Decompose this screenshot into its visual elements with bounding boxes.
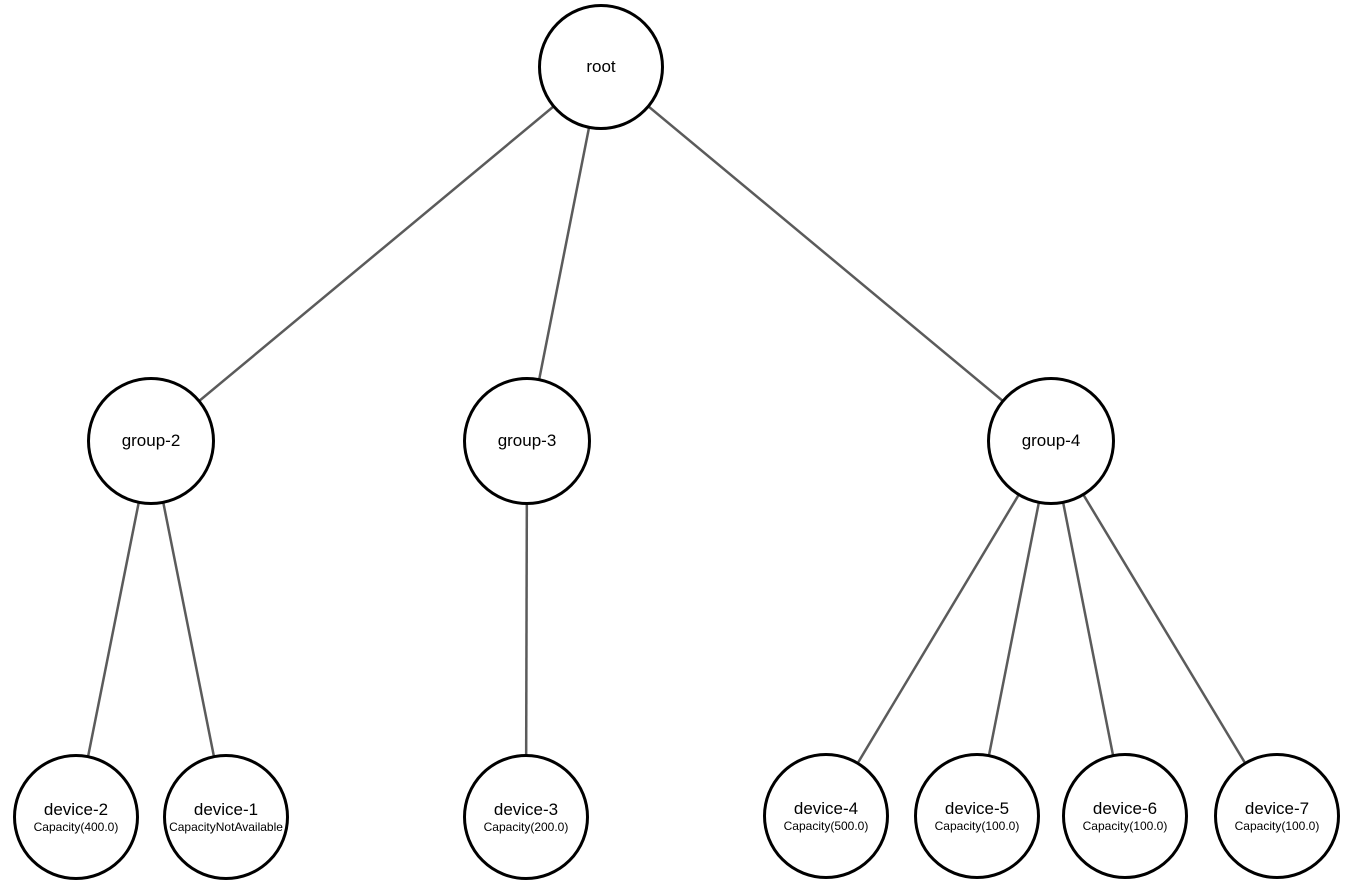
node-group-3[interactable]: group-3 bbox=[463, 377, 591, 505]
node-label: root bbox=[586, 57, 616, 77]
node-label: group-2 bbox=[121, 431, 181, 451]
node-label: device-2 bbox=[43, 800, 109, 820]
node-capacity-label: Capacity(100.0) bbox=[1082, 818, 1168, 833]
node-device-6[interactable]: device-6 Capacity(100.0) bbox=[1062, 753, 1188, 879]
node-capacity-label: Capacity(200.0) bbox=[483, 819, 569, 834]
node-root[interactable]: root bbox=[538, 4, 664, 130]
edge-group-4-to-device-4 bbox=[824, 440, 1053, 817]
node-device-2[interactable]: device-2 Capacity(400.0) bbox=[13, 754, 139, 880]
edge-group-4-to-device-7 bbox=[1049, 440, 1279, 817]
node-device-1[interactable]: device-1 CapacityNotAvailable bbox=[163, 754, 289, 880]
node-device-7[interactable]: device-7 Capacity(100.0) bbox=[1214, 753, 1340, 879]
node-label: device-1 bbox=[193, 800, 259, 820]
node-capacity-label: CapacityNotAvailable bbox=[169, 819, 283, 834]
node-device-3[interactable]: device-3 Capacity(200.0) bbox=[463, 754, 589, 880]
edge-root-to-group-2 bbox=[150, 66, 602, 442]
edge-root-to-group-4 bbox=[600, 66, 1052, 442]
node-device-4[interactable]: device-4 Capacity(500.0) bbox=[763, 753, 889, 879]
node-capacity-label: Capacity(400.0) bbox=[33, 819, 119, 834]
node-capacity-label: Capacity(100.0) bbox=[1234, 818, 1320, 833]
node-label: device-4 bbox=[793, 799, 859, 819]
node-label: device-7 bbox=[1244, 799, 1310, 819]
node-label: device-6 bbox=[1092, 799, 1158, 819]
node-group-4[interactable]: group-4 bbox=[987, 377, 1115, 505]
node-group-2[interactable]: group-2 bbox=[87, 377, 215, 505]
node-label: group-4 bbox=[1021, 431, 1081, 451]
node-label: device-3 bbox=[493, 800, 559, 820]
node-label: group-3 bbox=[497, 431, 557, 451]
node-label: device-5 bbox=[944, 799, 1010, 819]
node-capacity-label: Capacity(500.0) bbox=[783, 818, 869, 833]
node-capacity-label: Capacity(100.0) bbox=[934, 818, 1020, 833]
node-device-5[interactable]: device-5 Capacity(100.0) bbox=[914, 753, 1040, 879]
